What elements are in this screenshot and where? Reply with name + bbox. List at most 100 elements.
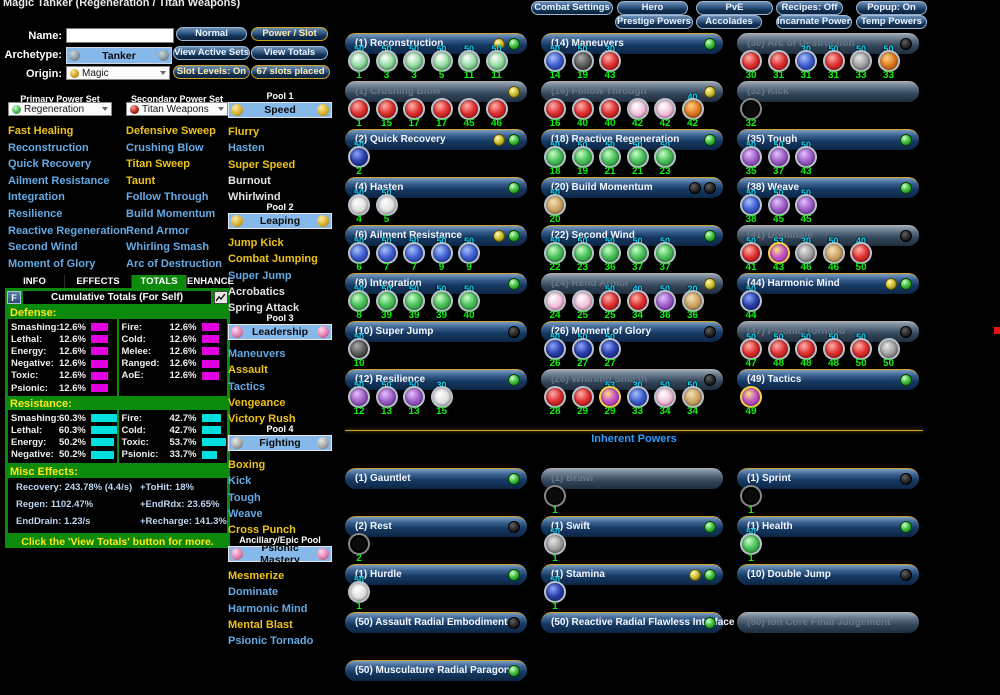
power-bar-6-ailment-resistance[interactable]: (6) Ailment Resistance bbox=[345, 225, 527, 246]
led-yellow[interactable] bbox=[689, 569, 701, 581]
led-dark[interactable] bbox=[704, 182, 716, 194]
button-recipes-off[interactable]: Recipes: Off bbox=[776, 1, 843, 15]
slot-icon[interactable] bbox=[740, 386, 762, 408]
power-bar-1-stamina[interactable]: (1) Stamina bbox=[541, 564, 723, 585]
slot-icon[interactable] bbox=[795, 338, 817, 360]
power-list-item-whirling-smash[interactable]: Whirling Smash bbox=[126, 241, 210, 254]
slot-icon[interactable] bbox=[795, 194, 817, 216]
led-yellow[interactable] bbox=[493, 230, 505, 242]
led-dark[interactable] bbox=[900, 473, 912, 485]
slot-icon[interactable] bbox=[458, 290, 480, 312]
led-yellow[interactable] bbox=[704, 278, 716, 290]
slot-icon[interactable] bbox=[544, 50, 566, 72]
tab-totals[interactable]: TOTALS bbox=[132, 275, 187, 288]
led-green[interactable] bbox=[508, 38, 520, 50]
slot-icon[interactable] bbox=[571, 50, 594, 72]
slot-icon[interactable] bbox=[348, 338, 370, 360]
slot-icon[interactable] bbox=[626, 146, 649, 168]
slot-icon[interactable] bbox=[740, 98, 762, 120]
slot-icon[interactable] bbox=[740, 50, 762, 72]
button-accolades[interactable]: Accolades bbox=[696, 15, 762, 29]
led-green[interactable] bbox=[508, 665, 520, 677]
led-dark[interactable] bbox=[900, 38, 912, 50]
slot-icon[interactable] bbox=[544, 146, 566, 168]
led-dark[interactable] bbox=[900, 569, 912, 581]
led-green[interactable] bbox=[704, 569, 716, 581]
tab-info[interactable]: INFO bbox=[5, 275, 65, 288]
led-yellow[interactable] bbox=[885, 278, 897, 290]
power-bar-50-musculature-radial-paragon[interactable]: (50) Musculature Radial Paragon bbox=[345, 660, 527, 681]
slot-icon[interactable] bbox=[740, 485, 762, 507]
slot-icon[interactable] bbox=[767, 146, 790, 168]
power-bar-1-swift[interactable]: (1) Swift bbox=[541, 516, 723, 537]
archetype-next-icon[interactable] bbox=[158, 50, 169, 61]
pool-icon[interactable] bbox=[231, 104, 243, 116]
slot-icon[interactable] bbox=[740, 338, 762, 360]
slot-icon[interactable] bbox=[740, 290, 762, 312]
power-bar-1-reconstruction[interactable]: (1) Reconstruction bbox=[345, 33, 527, 54]
pool-select-speed[interactable]: Speed bbox=[228, 102, 332, 118]
led-green[interactable] bbox=[508, 134, 520, 146]
led-dark[interactable] bbox=[900, 326, 912, 338]
power-list-item-mesmerize[interactable]: Mesmerize bbox=[228, 570, 285, 582]
led-green[interactable] bbox=[508, 473, 520, 485]
slot-icon[interactable] bbox=[571, 146, 594, 168]
power-list-item-quick-recovery[interactable]: Quick Recovery bbox=[8, 158, 92, 171]
tab-effects[interactable]: EFFECTS bbox=[65, 275, 132, 288]
slot-icon[interactable] bbox=[458, 98, 480, 120]
led-green[interactable] bbox=[508, 278, 520, 290]
led-green[interactable] bbox=[704, 38, 716, 50]
slot-icon[interactable] bbox=[795, 146, 817, 168]
slot-icon[interactable] bbox=[348, 146, 370, 168]
power-list-item-mental-blast[interactable]: Mental Blast bbox=[228, 618, 293, 631]
pool-icon[interactable] bbox=[231, 326, 243, 338]
slot-icon[interactable] bbox=[654, 98, 676, 120]
slot-icon[interactable] bbox=[599, 290, 621, 312]
led-dark[interactable] bbox=[900, 230, 912, 242]
power-bar-50-assault-radial-embodiment[interactable]: (50) Assault Radial Embodiment bbox=[345, 612, 527, 633]
pool-icon[interactable] bbox=[317, 437, 329, 449]
slot-icon[interactable] bbox=[740, 242, 762, 264]
power-list-item-burnout[interactable]: Burnout bbox=[228, 174, 271, 187]
power-bar-4-hasten[interactable]: (4) Hasten bbox=[345, 177, 527, 198]
pool-icon[interactable] bbox=[317, 326, 329, 338]
power-list-item-vengeance[interactable]: Vengeance bbox=[228, 396, 286, 409]
power-bar-47-psionic-tornado[interactable]: (47) Psionic Tornado bbox=[737, 321, 919, 342]
power-list-item-reconstruction[interactable]: Reconstruction bbox=[8, 141, 89, 154]
power-list-item-integration[interactable]: Integration bbox=[8, 191, 65, 204]
pool-icon[interactable] bbox=[231, 215, 243, 227]
power-list-item-super-speed[interactable]: Super Speed bbox=[228, 158, 296, 171]
slot-icon[interactable] bbox=[850, 50, 872, 72]
pool-icon[interactable] bbox=[317, 548, 329, 560]
slot-icon[interactable] bbox=[544, 533, 566, 555]
led-dark[interactable] bbox=[704, 374, 716, 386]
power-list-item-kick[interactable]: Kick bbox=[228, 475, 252, 488]
power-list-item-fast-healing[interactable]: Fast Healing bbox=[8, 125, 74, 137]
slot-icon[interactable] bbox=[348, 533, 370, 555]
power-list-item-jump-kick[interactable]: Jump Kick bbox=[228, 237, 284, 249]
power-bar-2-rest[interactable]: (2) Rest bbox=[345, 516, 527, 537]
slot-icon[interactable] bbox=[375, 290, 398, 312]
slot-icon[interactable] bbox=[877, 338, 900, 360]
slot-icon[interactable] bbox=[822, 242, 845, 264]
slot-icon[interactable] bbox=[430, 50, 453, 72]
power-list-item-cross-punch[interactable]: Cross Punch bbox=[228, 524, 296, 537]
power-list-item-flurry[interactable]: Flurry bbox=[228, 126, 260, 138]
slot-icon[interactable] bbox=[544, 194, 566, 216]
slot-icon[interactable] bbox=[544, 581, 566, 603]
button-view-active-sets[interactable]: View Active Sets bbox=[173, 46, 250, 60]
power-bar-1-gauntlet[interactable]: (1) Gauntlet bbox=[345, 468, 527, 489]
pool-icon[interactable] bbox=[231, 437, 243, 449]
slot-icon[interactable] bbox=[348, 581, 370, 603]
power-bar-50-reactive-radial-flawless-interface[interactable]: (50) Reactive Radial Flawless Interface bbox=[541, 612, 734, 633]
power-bar-28-whirling-smash[interactable]: (28) Whirling Smash bbox=[541, 369, 723, 390]
led-yellow[interactable] bbox=[493, 134, 505, 146]
led-green[interactable] bbox=[508, 569, 520, 581]
power-bar-50-ion-core-final-judgement[interactable]: (50) Ion Core Final Judgement bbox=[737, 612, 919, 633]
power-bar-1-sprint[interactable]: (1) Sprint bbox=[737, 468, 919, 489]
slot-icon[interactable] bbox=[599, 386, 621, 408]
power-list-item-follow-through[interactable]: Follow Through bbox=[126, 191, 209, 204]
slot-icon[interactable] bbox=[767, 242, 790, 264]
power-list-item-assault[interactable]: Assault bbox=[228, 364, 268, 377]
power-list-item-psionic-tornado[interactable]: Psionic Tornado bbox=[228, 635, 314, 648]
